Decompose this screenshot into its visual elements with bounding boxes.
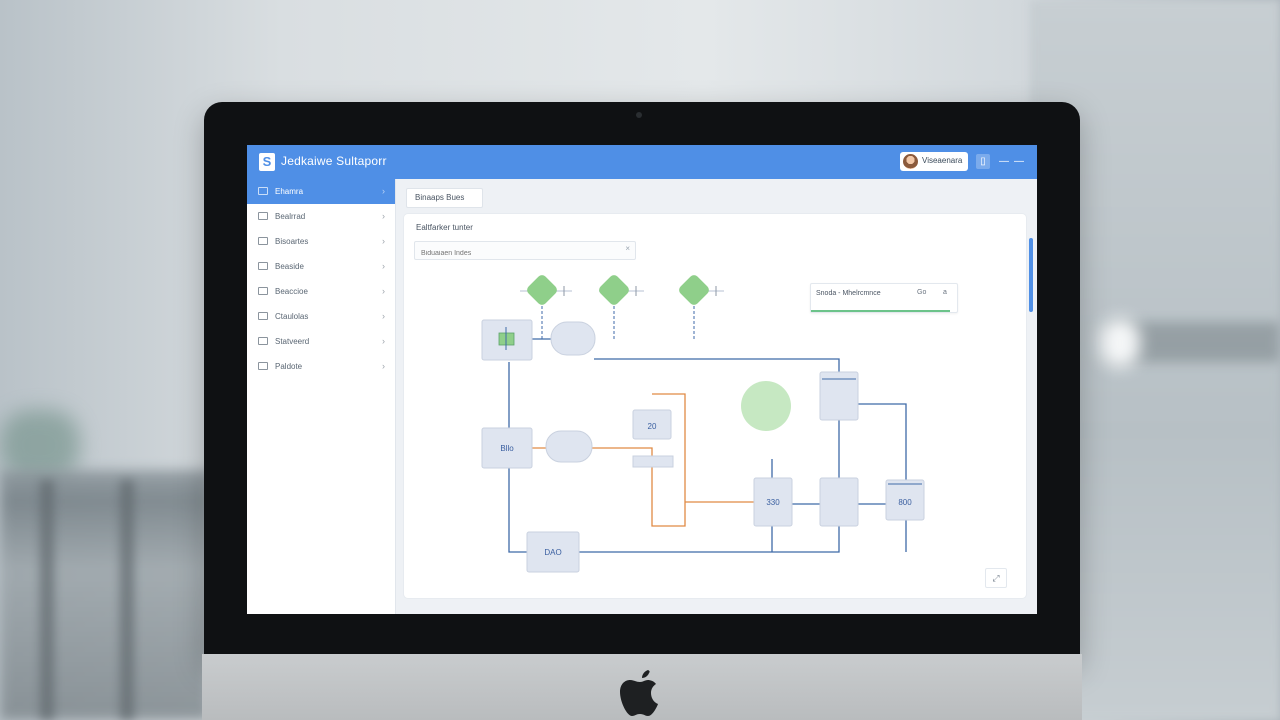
nav-item-icon — [258, 212, 268, 220]
sidebar-item-label: Ctaulolas — [275, 312, 309, 321]
search-input[interactable] — [415, 246, 611, 261]
chevron-right-icon: › — [382, 336, 385, 346]
title-bar: S Jedkaiwe Sultaporr Viseaenara ▯ — — — [247, 145, 1037, 179]
sidebar-item-2[interactable]: Bisoartes › — [247, 229, 395, 254]
minimize-icon[interactable]: — — [999, 156, 1009, 167]
sidebar-item-label: Statveerd — [275, 337, 310, 346]
avatar — [903, 154, 918, 169]
nav-item-icon — [258, 312, 268, 320]
info-card-action[interactable]: Go — [917, 289, 927, 296]
window-control-icon[interactable]: — — [1014, 156, 1024, 167]
decision-node[interactable] — [677, 273, 724, 340]
process-node[interactable]: 800 — [885, 479, 925, 521]
node-label: 800 — [898, 498, 912, 507]
tab-label: Binaaps Bues — [415, 193, 465, 202]
sidebar-item-label: Bisoartes — [275, 237, 309, 246]
apple-logo-icon — [620, 670, 658, 716]
user-name: Viseaenara — [922, 156, 963, 165]
nav-item-icon — [258, 337, 268, 345]
sidebar-item-0[interactable]: Ehamra › — [247, 179, 395, 204]
process-node[interactable]: 20 — [632, 409, 672, 440]
background-light — [1100, 318, 1140, 368]
nav-item-icon — [258, 187, 268, 195]
sidebar-item-label: Beaside — [275, 262, 304, 271]
sidebar-item-label: Paldote — [275, 362, 303, 371]
node-label: Bllo — [500, 444, 514, 453]
sidebar-item-3[interactable]: Beaside › — [247, 254, 395, 279]
chevron-right-icon: › — [382, 286, 385, 296]
nav-item-icon — [258, 362, 268, 370]
flow-diagram: Bllo 20 330 800 — [481, 273, 925, 573]
background-plant — [0, 410, 80, 480]
app-logo-icon: S — [259, 153, 275, 171]
nav-item-icon — [258, 237, 268, 245]
process-node[interactable]: DAO — [526, 531, 580, 573]
background-desk-leg — [120, 480, 134, 720]
settings-icon[interactable]: ▯ — [976, 154, 990, 169]
process-node[interactable] — [819, 477, 859, 527]
process-node[interactable] — [819, 371, 859, 421]
process-node[interactable]: Bllo — [481, 427, 533, 469]
sidebar-item-1[interactable]: Bealrrad › — [247, 204, 395, 229]
process-node[interactable] — [632, 455, 674, 468]
chevron-right-icon: › — [382, 236, 385, 246]
info-card-close[interactable]: a — [943, 289, 947, 296]
decision-node[interactable] — [520, 273, 572, 340]
node-label: 330 — [766, 498, 780, 507]
app-screen: S Jedkaiwe Sultaporr Viseaenara ▯ — — Eh… — [247, 145, 1037, 614]
chevron-right-icon: › — [382, 361, 385, 371]
chevron-right-icon: › — [382, 211, 385, 221]
sidebar-item-label: Ehamra — [275, 187, 304, 196]
sidebar-item-7[interactable]: Paldote › — [247, 354, 395, 379]
sidebar: Ehamra › Bealrrad › Bisoartes › Beaside … — [247, 179, 396, 614]
progress-bar — [811, 310, 950, 312]
monitor-camera — [636, 112, 642, 118]
chevron-right-icon: › — [382, 261, 385, 271]
nav-item-icon — [258, 262, 268, 270]
sidebar-item-6[interactable]: Statveerd › — [247, 329, 395, 354]
terminal-node[interactable] — [545, 430, 593, 463]
sidebar-item-label: Bealrrad — [275, 212, 306, 221]
tab-main[interactable]: Binaaps Bues — [406, 188, 483, 208]
sidebar-item-5[interactable]: Ctaulolas › — [247, 304, 395, 329]
nav-item-icon — [258, 287, 268, 295]
clear-icon[interactable]: × — [625, 244, 630, 253]
background-desk — [0, 470, 210, 720]
process-node[interactable] — [481, 319, 533, 361]
info-card[interactable]: Snoda - Mhelrcmnce Go a — [810, 283, 958, 313]
process-node[interactable]: 330 — [753, 477, 793, 527]
decision-node[interactable] — [597, 273, 644, 340]
sidebar-item-4[interactable]: Beaccioe › — [247, 279, 395, 304]
app-title: Jedkaiwe Sultaporr — [281, 154, 387, 168]
background-desk-leg — [40, 480, 54, 720]
node-label: DAO — [544, 548, 561, 557]
sidebar-item-label: Beaccioe — [275, 287, 308, 296]
chevron-right-icon: › — [382, 311, 385, 321]
panel-title: Ealtfarker tunter — [416, 223, 473, 232]
diagram-panel: Ealtfarker tunter × — [404, 214, 1026, 598]
search-field[interactable]: × — [414, 241, 636, 261]
node-label: 20 — [648, 422, 657, 431]
status-circle — [741, 381, 791, 431]
chevron-right-icon: › — [382, 186, 385, 196]
expand-icon[interactable]: ⤢ — [985, 568, 1007, 588]
scrollbar[interactable] — [1029, 238, 1033, 312]
user-menu[interactable]: Viseaenara — [900, 152, 968, 171]
info-card-label: Snoda - Mhelrcmnce — [816, 290, 881, 297]
terminal-node[interactable] — [550, 321, 596, 356]
